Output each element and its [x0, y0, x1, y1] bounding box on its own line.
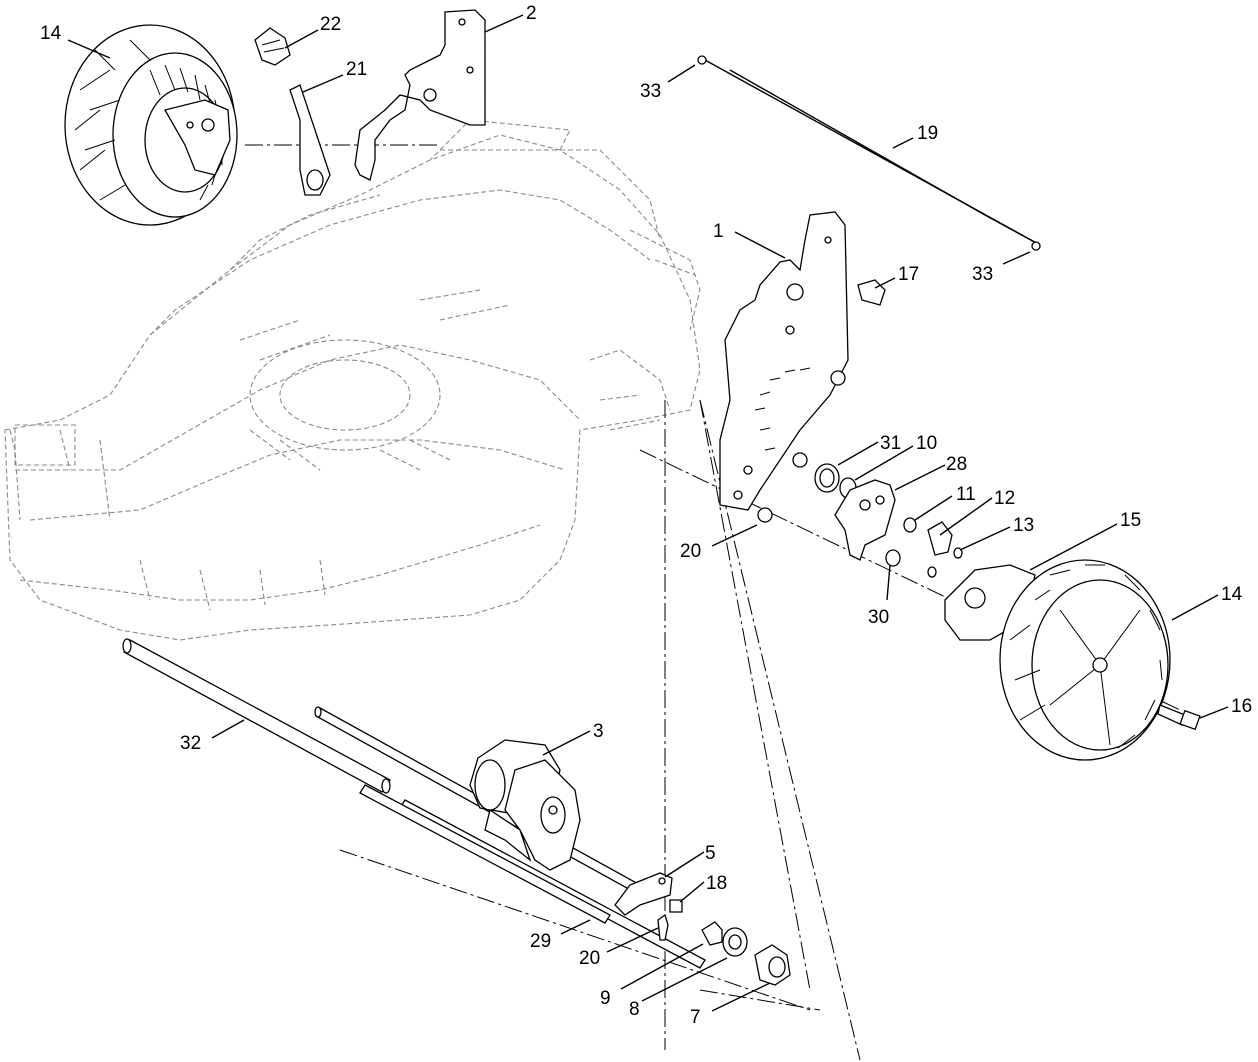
callout-28: 28	[946, 454, 967, 475]
cap-icon	[857, 279, 886, 306]
bushing-icons	[701, 921, 791, 986]
callout-30: 30	[868, 607, 889, 628]
height-lever-icon	[254, 27, 331, 196]
callout-11: 11	[956, 484, 976, 505]
callout-13: 13	[1013, 515, 1034, 536]
callout-22: 22	[320, 14, 341, 35]
callout-10: 10	[916, 433, 937, 454]
wheel-icon	[999, 559, 1201, 761]
callout-2: 2	[526, 3, 537, 24]
callout-29: 29	[530, 931, 551, 952]
callout-19: 19	[917, 123, 938, 144]
callout-3: 3	[593, 721, 604, 742]
callout-16: 16	[1231, 696, 1252, 717]
hardware-stack	[757, 463, 963, 578]
callout-12: 12	[994, 488, 1015, 509]
axle-icon	[122, 638, 391, 794]
callout-7: 7	[690, 1007, 701, 1028]
callout-33-top: 33	[640, 81, 661, 102]
leader-lines	[67, 14, 1229, 1012]
callout-21: 21	[346, 59, 367, 80]
callout-1: 1	[713, 221, 724, 242]
callout-18: 18	[706, 873, 727, 894]
callout-33-right: 33	[972, 264, 993, 285]
callout-9: 9	[600, 988, 611, 1009]
cable-icon	[697, 55, 1041, 251]
callout-14-left: 14	[40, 23, 62, 44]
callout-labels: 14 22 21 2 33 19 1 17 33 31 10 28 11 12 …	[40, 3, 1252, 1028]
bracket-icon	[614, 872, 683, 941]
callout-5: 5	[705, 843, 716, 864]
mower-deck-phantom	[4, 119, 701, 641]
callout-17: 17	[898, 264, 919, 285]
callout-31: 31	[880, 433, 901, 454]
callout-20-upper: 20	[680, 541, 701, 562]
callout-32: 32	[180, 733, 201, 754]
bracket-icon	[719, 211, 849, 511]
wheel-icon	[64, 24, 238, 226]
callout-15: 15	[1120, 510, 1141, 531]
callout-8: 8	[629, 999, 640, 1020]
motor-icon	[469, 739, 581, 871]
callout-14-right: 14	[1221, 584, 1243, 605]
bracket-icon	[354, 9, 486, 181]
callout-20-lower: 20	[579, 948, 600, 969]
